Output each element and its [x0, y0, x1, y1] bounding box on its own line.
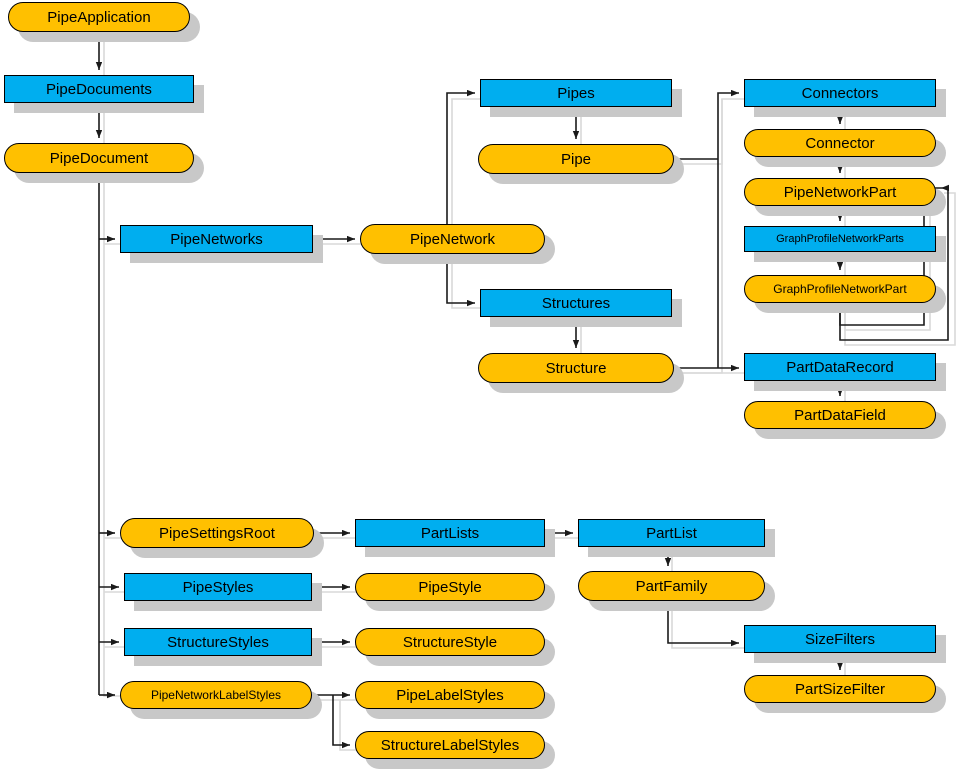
node-structureStyle[interactable]: StructureStyle	[355, 628, 545, 656]
node-pipe[interactable]: Pipe	[478, 144, 674, 174]
node-structureLabelStyles[interactable]: StructureLabelStyles	[355, 731, 545, 759]
node-pipeLabelStyles[interactable]: PipeLabelStyles	[355, 681, 545, 709]
node-graphProfileNetworkPart[interactable]: GraphProfileNetworkPart	[744, 275, 936, 303]
node-sizeFilters[interactable]: SizeFilters	[744, 625, 936, 653]
node-connector[interactable]: Connector	[744, 129, 936, 157]
node-structures[interactable]: Structures	[480, 289, 672, 317]
node-partSizeFilter[interactable]: PartSizeFilter	[744, 675, 936, 703]
node-pipeNetwork[interactable]: PipeNetwork	[360, 224, 545, 254]
node-pipes[interactable]: Pipes	[480, 79, 672, 107]
node-pipeNetworkLabelStyles[interactable]: PipeNetworkLabelStyles	[120, 681, 312, 709]
node-partList[interactable]: PartList	[578, 519, 765, 547]
node-partDataRecord[interactable]: PartDataRecord	[744, 353, 936, 381]
node-pipeStyle[interactable]: PipeStyle	[355, 573, 545, 601]
node-pipeNetworks[interactable]: PipeNetworks	[120, 225, 313, 253]
node-partLists[interactable]: PartLists	[355, 519, 545, 547]
node-pipeSettingsRoot[interactable]: PipeSettingsRoot	[120, 518, 314, 548]
node-pipeDocuments[interactable]: PipeDocuments	[4, 75, 194, 103]
edge-pipeNetwork-pipes	[446, 89, 475, 239]
node-structure[interactable]: Structure	[478, 353, 674, 383]
node-partFamily[interactable]: PartFamily	[578, 571, 765, 601]
node-connectors[interactable]: Connectors	[744, 79, 936, 107]
node-pipeNetworkPart[interactable]: PipeNetworkPart	[744, 178, 936, 206]
edge-pipeNetworkLabelStyles-structureLabelStyles	[332, 695, 350, 749]
edge-to-connectors	[717, 89, 739, 159]
node-structureStyles[interactable]: StructureStyles	[124, 628, 312, 656]
node-pipeApplication[interactable]: PipeApplication	[8, 2, 190, 32]
node-graphProfileNetworkParts[interactable]: GraphProfileNetworkParts	[744, 226, 936, 252]
node-pipeDocument[interactable]: PipeDocument	[4, 143, 194, 173]
node-pipeStyles[interactable]: PipeStyles	[124, 573, 312, 601]
node-partDataField[interactable]: PartDataField	[744, 401, 936, 429]
